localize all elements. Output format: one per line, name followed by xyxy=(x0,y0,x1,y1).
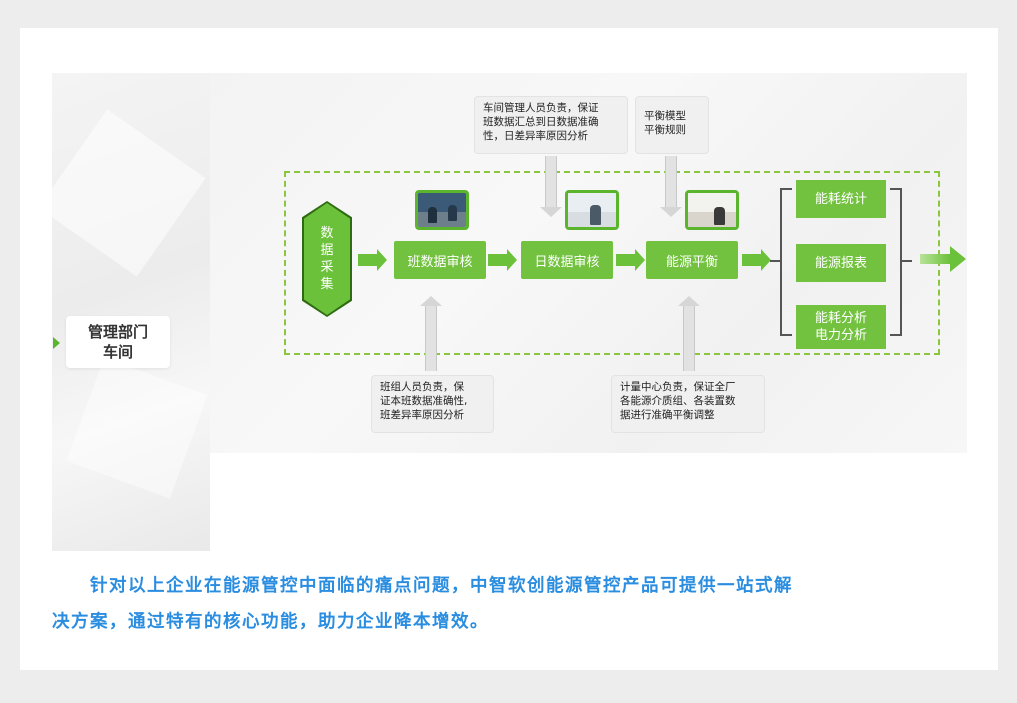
output-energy-statistics: 能耗统计 xyxy=(796,180,886,218)
summary-paragraph: 针对以上企业在能源管控中面临的痛点问题，中智软创能源管控产品可提供一站式解 决方… xyxy=(52,568,972,640)
data-collection-fill xyxy=(304,203,350,315)
note-line: 班数据汇总到日数据准确 xyxy=(483,116,599,128)
up-arrow-icon xyxy=(420,296,442,371)
char: 数 xyxy=(320,226,334,241)
summary-line-2: 决方案，通过特有的核心功能，助力企业降本增效。 xyxy=(52,612,489,632)
output-label: 能耗分析 xyxy=(814,311,867,326)
note-line: 车间管理人员负责，保证 xyxy=(483,102,599,114)
output-bracket-left xyxy=(770,188,792,336)
note-workshop-manager: 车间管理人员负责，保证 班数据汇总到日数据准确 性，日差异率原因分析 xyxy=(474,96,628,154)
note-team-members: 班组人员负责，保 证本班数据准确性, 班差异率原因分析 xyxy=(371,375,494,433)
down-arrow-icon xyxy=(660,156,682,217)
output-label: 能耗统计 xyxy=(814,191,867,207)
note-line: 班差异率原因分析 xyxy=(380,409,464,421)
flow-arrow-icon xyxy=(616,249,645,271)
summary-line-1: 针对以上企业在能源管控中面临的痛点问题，中智软创能源管控产品可提供一站式解 xyxy=(90,576,793,596)
flow-arrow-icon xyxy=(488,249,517,271)
step-shift-data-review: 班数据审核 xyxy=(394,241,486,279)
left-decor-background xyxy=(38,73,210,551)
note-line: 性，日差异率原因分析 xyxy=(483,130,588,142)
output-label: 能源报表 xyxy=(814,255,867,271)
flow-arrow-icon xyxy=(742,249,771,271)
note-line: 班组人员负责，保 xyxy=(380,381,464,393)
output-bracket-right xyxy=(890,188,912,336)
output-arrow-icon xyxy=(920,246,966,272)
note-balance-model: 平衡模型 平衡规则 xyxy=(635,96,709,154)
step-daily-data-review: 日数据审核 xyxy=(521,241,613,279)
department-label: 管理部门 xyxy=(87,323,148,341)
output-energy-report: 能源报表 xyxy=(796,244,886,282)
businessman-at-desk-photo xyxy=(565,190,619,230)
note-line: 各能源介质组、各装置数 xyxy=(620,395,736,407)
char: 据 xyxy=(320,243,334,258)
flow-arrow-icon xyxy=(358,249,387,271)
output-energy-analysis: 能耗分析 电力分析 xyxy=(796,305,886,349)
note-metering-center: 计量中心负责，保证全厂 各能源介质组、各装置数 据进行准确平衡调整 xyxy=(611,375,765,433)
play-arrow-icon xyxy=(53,337,60,349)
note-line: 平衡规则 xyxy=(644,124,686,136)
note-line: 计量中心负责，保证全厂 xyxy=(620,381,736,393)
step-energy-balance: 能源平衡 xyxy=(646,241,738,279)
char: 集 xyxy=(320,277,334,292)
note-line: 据进行准确平衡调整 xyxy=(620,409,715,421)
note-line: 平衡模型 xyxy=(644,110,686,122)
department-box: 管理部门 车间 xyxy=(66,316,170,368)
down-arrow-icon xyxy=(540,156,562,217)
data-collection-label: 数 据 采 集 xyxy=(304,203,350,315)
up-arrow-icon xyxy=(678,296,700,371)
char: 采 xyxy=(320,260,334,275)
note-line: 证本班数据准确性, xyxy=(380,395,468,407)
workshop-label: 车间 xyxy=(102,343,133,361)
office-workstations-photo xyxy=(415,190,469,230)
person-at-computer-photo xyxy=(685,190,739,230)
output-label: 电力分析 xyxy=(814,328,867,343)
